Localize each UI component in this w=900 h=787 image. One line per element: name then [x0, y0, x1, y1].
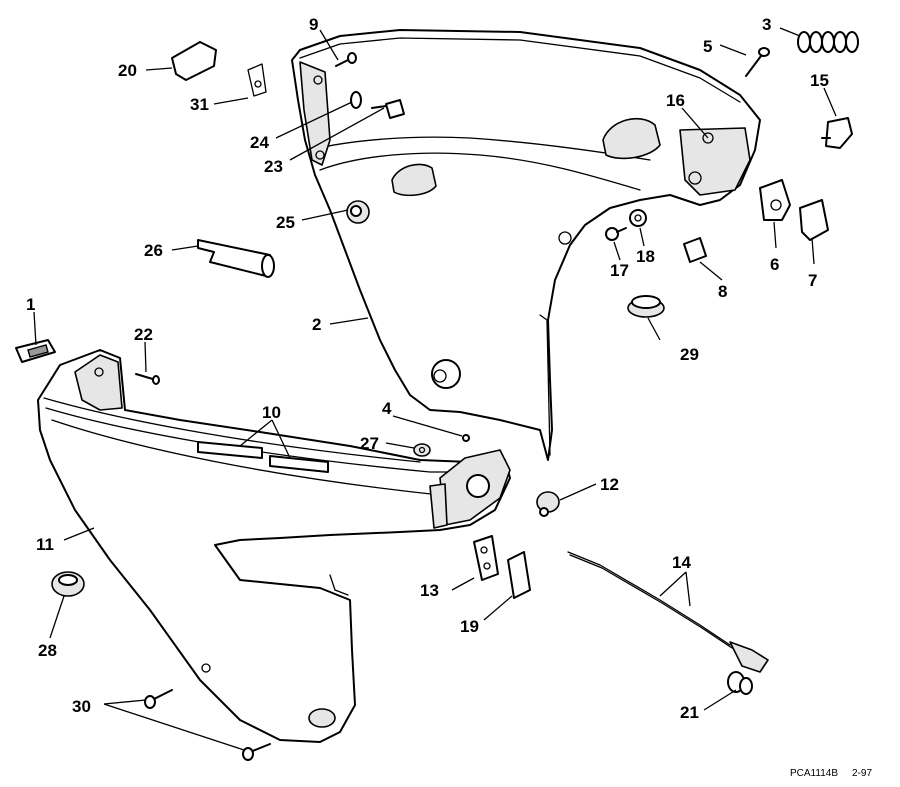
- callout-31: 31: [190, 95, 209, 114]
- screw-30a: [144, 689, 173, 709]
- callout-20: 20: [118, 61, 137, 80]
- cable-14: [567, 551, 769, 673]
- knob-12: [536, 491, 560, 517]
- screw-22: [135, 373, 160, 385]
- callout-27: 27: [360, 434, 379, 453]
- latch-block: [15, 339, 56, 363]
- grommet-29: [627, 295, 665, 318]
- tube-26: [197, 239, 275, 278]
- callout-29: 29: [680, 345, 699, 364]
- callout-30: 30: [72, 697, 91, 716]
- callout-13: 13: [420, 581, 439, 600]
- callout-12: 12: [600, 475, 619, 494]
- screw-5: [745, 47, 770, 77]
- grommet-25: [346, 200, 370, 224]
- latch-20: [171, 41, 217, 81]
- grommet-28: [51, 571, 85, 597]
- leader-lines: [33, 27, 837, 751]
- screw-30b: [242, 743, 271, 761]
- pad-7: [799, 199, 829, 241]
- callout-19: 19: [460, 617, 479, 636]
- callout-numbers: 1 2 3 4 5 6 7 8 9 10 11 12 13 14 15 16 1…: [26, 15, 829, 722]
- upper-engine-cover: [291, 29, 761, 461]
- callout-18: 18: [636, 247, 655, 266]
- drawing-date: 2-97: [852, 768, 872, 779]
- callout-23: 23: [264, 157, 283, 176]
- callout-14: 14: [672, 553, 691, 572]
- callout-21: 21: [680, 703, 699, 722]
- bracket-13: [473, 535, 499, 581]
- nut-4: [462, 434, 470, 442]
- callout-8: 8: [718, 282, 727, 301]
- callout-9: 9: [309, 15, 318, 34]
- pad-19: [507, 551, 531, 599]
- callout-17: 17: [610, 261, 629, 280]
- callout-7: 7: [808, 271, 817, 290]
- bolt-23: [371, 99, 405, 119]
- callout-26: 26: [144, 241, 163, 260]
- block-8: [683, 237, 707, 263]
- callout-15: 15: [810, 71, 829, 90]
- callout-28: 28: [38, 641, 57, 660]
- washer-18: [629, 209, 647, 227]
- clip-6: [759, 179, 791, 221]
- callout-11: 11: [36, 535, 54, 554]
- callout-2: 2: [312, 315, 321, 334]
- callout-1: 1: [26, 295, 35, 314]
- drawing-code: PCA1114B: [790, 768, 838, 779]
- spring: [797, 31, 859, 53]
- washer-24: [350, 91, 362, 109]
- callout-3: 3: [762, 15, 771, 34]
- screw-9: [335, 52, 357, 67]
- callout-6: 6: [770, 255, 779, 274]
- callout-10: 10: [262, 403, 281, 422]
- bracket-15: [821, 117, 853, 149]
- callout-16: 16: [666, 91, 685, 110]
- callout-4: 4: [382, 399, 392, 418]
- callout-25: 25: [276, 213, 295, 232]
- screw-17: [605, 227, 627, 241]
- callout-5: 5: [703, 37, 712, 56]
- callout-22: 22: [134, 325, 153, 344]
- nut-27: [413, 443, 431, 457]
- hook-31: [247, 63, 267, 97]
- callout-24: 24: [250, 133, 269, 152]
- clip-21: [727, 671, 753, 695]
